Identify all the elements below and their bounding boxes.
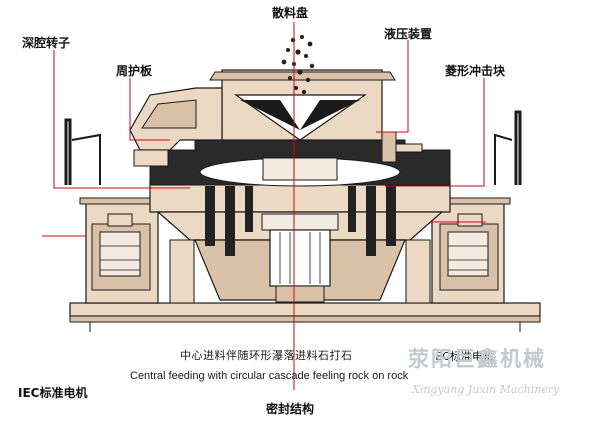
- feed-particles: [281, 35, 315, 95]
- leader-lines: [42, 22, 486, 390]
- watermark-chinese: 荥阳巨鑫机械: [408, 346, 546, 371]
- label-iec-motor-right: IEC标准电机: [432, 350, 494, 363]
- label-diamond-impact-block: 菱形冲击块: [445, 64, 506, 78]
- base-frame: [69, 302, 541, 332]
- label-iec-motor-left: IEC标准电机: [18, 386, 88, 400]
- label-seal-structure: 密封结构: [266, 402, 315, 416]
- caption-english: Central feeding with circular cascade fe…: [130, 370, 409, 382]
- label-hydraulic-device: 液压装置: [384, 27, 433, 41]
- label-scatter-tray: 散料盘: [272, 6, 309, 20]
- label-peripheral-plate: 周护板: [116, 64, 153, 78]
- side-rails: [64, 110, 522, 185]
- upper-housing: [209, 69, 396, 141]
- label-deep-cavity-rotor: 深腔转子: [22, 36, 71, 50]
- left-chute: [129, 87, 223, 167]
- rotor-chamber: [149, 139, 451, 256]
- right-motor: [425, 197, 511, 304]
- caption-chinese: 中心进料伴随环形瀑落进料石打石: [180, 349, 353, 362]
- central-shaft: [261, 213, 339, 303]
- left-motor: [79, 197, 165, 304]
- watermark-english: Xingyang Juxin Machinery: [412, 383, 560, 396]
- material-stream: [205, 186, 396, 256]
